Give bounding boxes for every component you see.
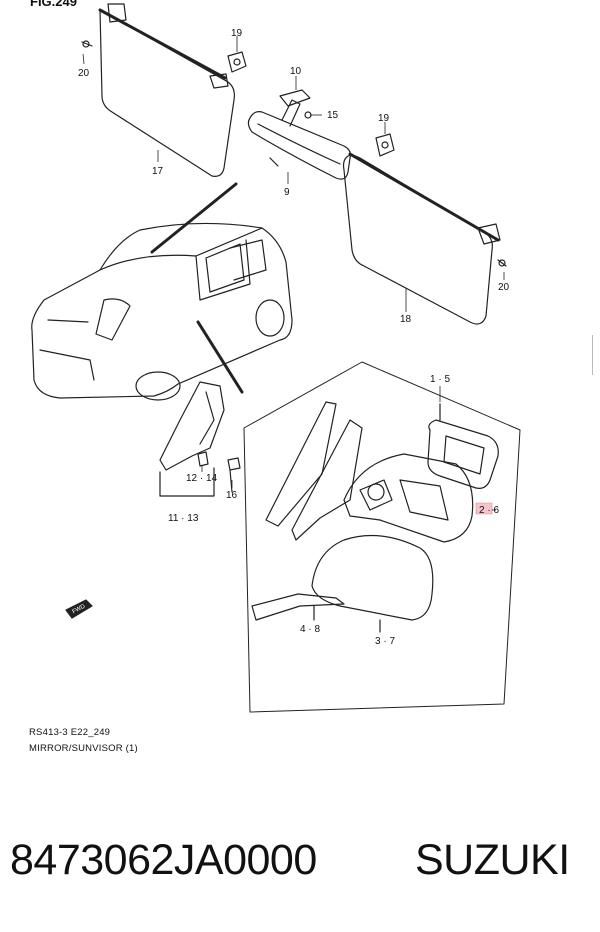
callout-9: 9 (284, 187, 290, 198)
callout-2-6: 2 · 6 (479, 505, 499, 516)
part-number: 8473062JA0000 (10, 836, 317, 884)
mirror-cover (311, 534, 434, 633)
right-sunvisor (342, 152, 501, 325)
rearview-mirror (247, 89, 351, 180)
brand-name: SUZUKI (415, 836, 570, 884)
garnish-clip (197, 451, 209, 467)
callout-20-right: 20 (498, 282, 510, 293)
callout-4-8: 4 · 8 (300, 624, 320, 635)
callout-16: 16 (226, 490, 238, 501)
callout-19-left: 19 (231, 28, 243, 39)
diagram-drawing: 19 20 17 10 15 9 19 20 18 1 · 5 2 · 6 12… (31, 3, 521, 713)
figure-name: MIRROR/SUNVISOR (1) (29, 743, 138, 754)
callout-3-7: 3 · 7 (375, 636, 395, 647)
left-sunvisor-clip (227, 51, 247, 73)
callout-20-left: 20 (78, 68, 90, 79)
left-sunvisor (98, 3, 235, 177)
figure-code: RS413-3 E22_249 (29, 727, 111, 738)
callout-12-14: 12 · 14 (186, 473, 218, 484)
nut-16 (227, 457, 241, 493)
fwd-arrow-icon (65, 599, 93, 619)
right-screw (497, 259, 507, 267)
left-screw (81, 40, 93, 48)
callout-19-right: 19 (378, 113, 390, 124)
mirror-bracket (265, 401, 363, 541)
callout-18: 18 (400, 314, 412, 325)
edge-mark (592, 335, 600, 375)
callout-11-13: 11 · 13 (168, 513, 199, 524)
parts-diagram: FIG.249 (29, 0, 600, 754)
right-sunvisor-clip (375, 133, 395, 157)
mirror-body (343, 453, 474, 543)
footer-band (0, 775, 600, 932)
car-illustration (31, 222, 293, 401)
callout-15: 15 (327, 110, 339, 121)
mirror-garnish (159, 381, 225, 497)
callout-10: 10 (290, 66, 302, 77)
callout-1-5: 1 · 5 (430, 374, 450, 385)
callout-17: 17 (152, 166, 164, 177)
figure-title: FIG.249 (30, 0, 77, 9)
side-turn-strip (251, 593, 345, 621)
mirror-glass (427, 403, 499, 489)
